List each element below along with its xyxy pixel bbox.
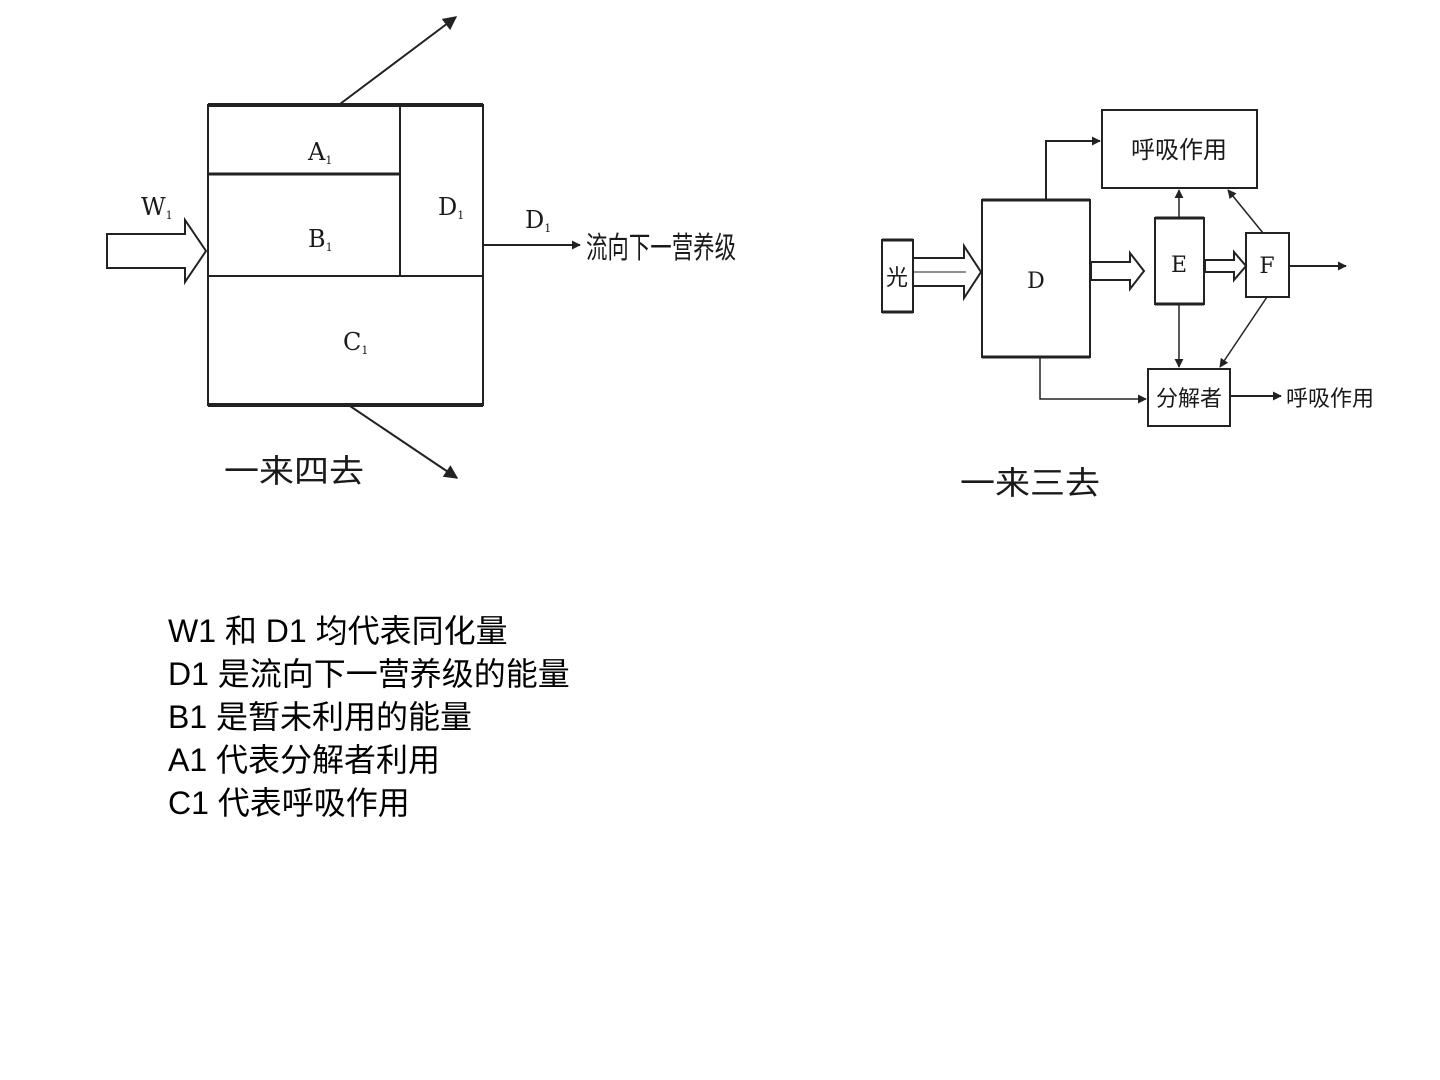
node-f-label: F [1259,254,1274,279]
note-line-1: W1 和 D1 均代表同化量 [168,613,508,649]
out-label-d1: D1 [525,206,551,235]
note-line-3: B1 是暂未利用的能量 [168,699,473,735]
arrow-f-to-decomposer [1219,296,1268,368]
explanation-notes: W1 和 D1 均代表同化量 D1 是流向下一营养级的能量 B1 是暂未利用的能… [168,610,570,825]
arrow-d-to-decomposer [1039,357,1147,404]
arrow-f-to-respiration [1227,189,1264,234]
left-diagram: A1 B1 D1 C1 W1 D1 流向下一营养级 一来四去 [106,16,736,490]
note-line-4: A1 代表分解者利用 [168,742,441,778]
note-line-5: C1 代表呼吸作用 [168,785,410,821]
out-text-next-level: 流向下一营养级 [586,231,736,266]
decomposer-box [1147,368,1231,427]
decomposer-label: 分解者 [1156,387,1222,412]
light-label: 光 [886,266,908,291]
input-label-w1: W1 [141,193,173,222]
left-caption: 一来四去 [224,452,364,490]
box-a-label: A1 [307,138,332,167]
arrow-e-to-f [1204,249,1248,283]
arrow-d-to-e [1090,250,1146,292]
respiration-right-label: 呼吸作用 [1286,387,1374,412]
box-c-label: C1 [343,328,368,357]
right-caption: 一来三去 [960,464,1100,502]
input-arrow-w1 [106,216,208,286]
left-outer-box [207,104,484,406]
box-d-label: D1 [438,193,464,222]
note-line-2: D1 是流向下一营养级的能量 [168,656,570,692]
box-b-label: B1 [308,225,333,254]
arrow-bottom-out [349,405,459,479]
right-diagram: 光 D 呼吸作用 E F 分解者 呼吸作用 [881,109,1374,502]
respiration-top-box [1101,109,1258,189]
arrow-d-to-respiration [1045,136,1101,200]
arrow-top-out [339,16,458,105]
respiration-top-label: 呼吸作用 [1131,136,1227,164]
node-d-label: D [1027,269,1045,294]
node-e-label: E [1171,253,1187,278]
